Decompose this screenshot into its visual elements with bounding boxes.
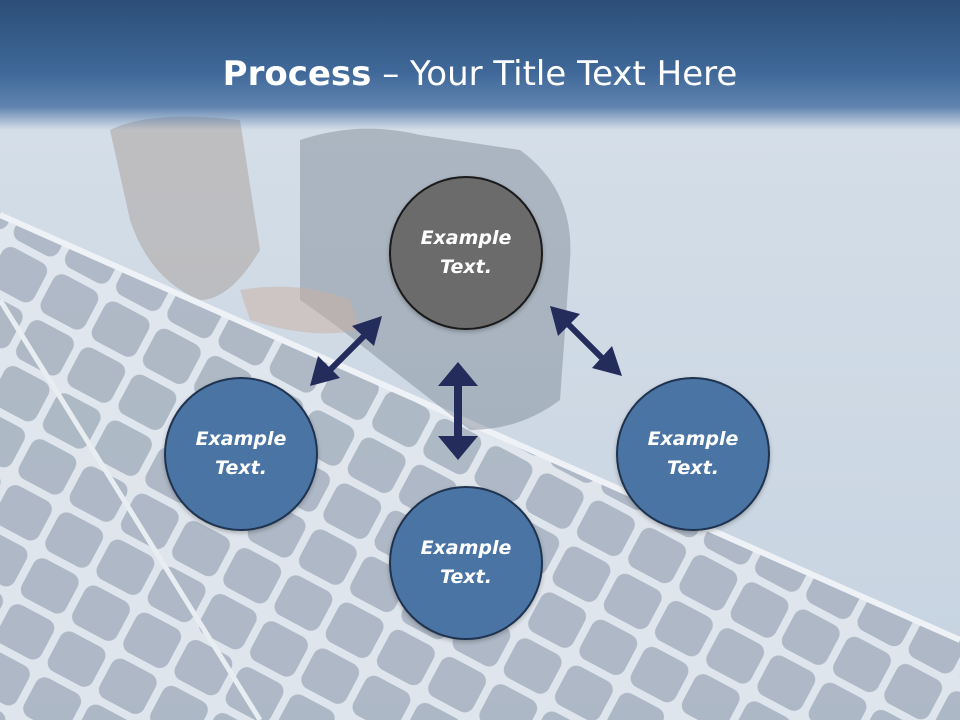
double-arrow-icon — [550, 306, 622, 376]
title-text: Your Title Text Here — [410, 54, 738, 94]
title-separator: – — [371, 54, 411, 94]
node-label: Example Text. — [195, 428, 287, 479]
process-node-bottom[interactable]: Example Text. — [389, 486, 543, 640]
double-arrow-icon — [438, 362, 478, 460]
double-arrow-icon — [310, 316, 382, 386]
node-label: Example Text. — [420, 227, 512, 278]
title-bold: Process — [222, 54, 372, 94]
node-label: Example Text. — [420, 537, 512, 588]
title-bar — [0, 0, 960, 130]
process-node-center[interactable]: Example Text. — [389, 176, 543, 330]
process-node-left[interactable]: Example Text. — [164, 377, 318, 531]
slide-title: Process – Your Title Text Here — [0, 52, 960, 96]
node-label: Example Text. — [647, 428, 739, 479]
process-node-right[interactable]: Example Text. — [616, 377, 770, 531]
